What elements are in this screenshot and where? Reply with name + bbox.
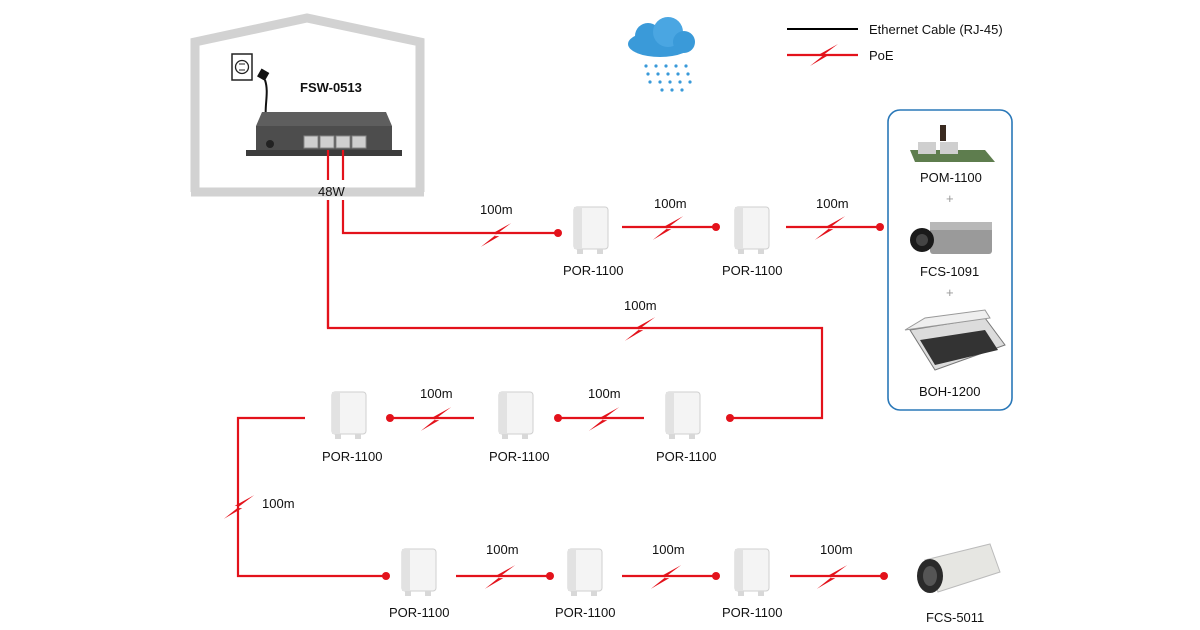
bundle-item-label: FCS-1091 bbox=[920, 264, 979, 279]
segment-length-label: 100m bbox=[654, 196, 687, 211]
segment-length-label: 100m bbox=[816, 196, 849, 211]
bullet-camera-image bbox=[917, 543, 1001, 593]
switch-model-label: FSW-0513 bbox=[300, 80, 362, 95]
segment-length-label: 100m bbox=[480, 202, 513, 217]
camera-housing-image bbox=[904, 309, 1006, 371]
legend: Ethernet Cable (RJ-45) PoE bbox=[787, 22, 1003, 66]
building-outline bbox=[190, 13, 425, 197]
segment-length-label: 100m bbox=[652, 542, 685, 557]
segment-length-label: 100m bbox=[486, 542, 519, 557]
legend-poe-label: PoE bbox=[869, 48, 894, 63]
plus-separator: + bbox=[946, 285, 954, 300]
repeater-label: POR-1100 bbox=[722, 263, 782, 278]
plus-separator: + bbox=[946, 191, 954, 206]
repeater-label: POR-1100 bbox=[322, 449, 382, 464]
repeater-label: POR-1100 bbox=[656, 449, 716, 464]
repeater-label: POR-1100 bbox=[722, 605, 782, 620]
poe-bolt-icon bbox=[480, 223, 512, 247]
power-outlet-icon bbox=[231, 53, 253, 81]
bundle-item-label: POM-1100 bbox=[920, 170, 982, 185]
segment-length-label: 100m bbox=[624, 298, 657, 313]
end-camera-label: FCS-5011 bbox=[926, 610, 984, 625]
repeater-device-icon bbox=[734, 548, 770, 597]
repeater-device-icon bbox=[573, 206, 609, 255]
repeater-device-icon bbox=[734, 206, 770, 255]
segment-length-label: 100m bbox=[262, 496, 295, 511]
repeater-label: POR-1100 bbox=[389, 605, 449, 620]
poe-module-image bbox=[910, 125, 995, 162]
repeater-device-icon bbox=[401, 548, 437, 597]
poe-wires bbox=[236, 150, 884, 578]
repeater-device-icon bbox=[567, 548, 603, 597]
segment-length-label: 100m bbox=[420, 386, 453, 401]
repeater-device-icon bbox=[498, 391, 534, 440]
repeater-label: POR-1100 bbox=[489, 449, 549, 464]
connection-dots bbox=[382, 223, 888, 580]
repeater-device-icon bbox=[331, 391, 367, 440]
rain-cloud-icon bbox=[628, 17, 695, 92]
segment-length-label: 100m bbox=[588, 386, 621, 401]
power-budget-label: 48W bbox=[318, 184, 345, 199]
segment-length-label: 100m bbox=[820, 542, 853, 557]
bundle-item-label: BOH-1200 bbox=[919, 384, 980, 399]
repeater-label: POR-1100 bbox=[555, 605, 615, 620]
device-bundle-box: POM-1100 + FCS-1091 + BOH-1200 bbox=[887, 109, 1013, 411]
legend-ethernet-label: Ethernet Cable (RJ-45) bbox=[869, 22, 1003, 37]
switch-device bbox=[246, 112, 402, 156]
repeater-device-icon bbox=[665, 391, 701, 440]
box-camera-image bbox=[910, 222, 992, 254]
por-devices bbox=[331, 206, 770, 597]
repeater-label: POR-1100 bbox=[563, 263, 623, 278]
